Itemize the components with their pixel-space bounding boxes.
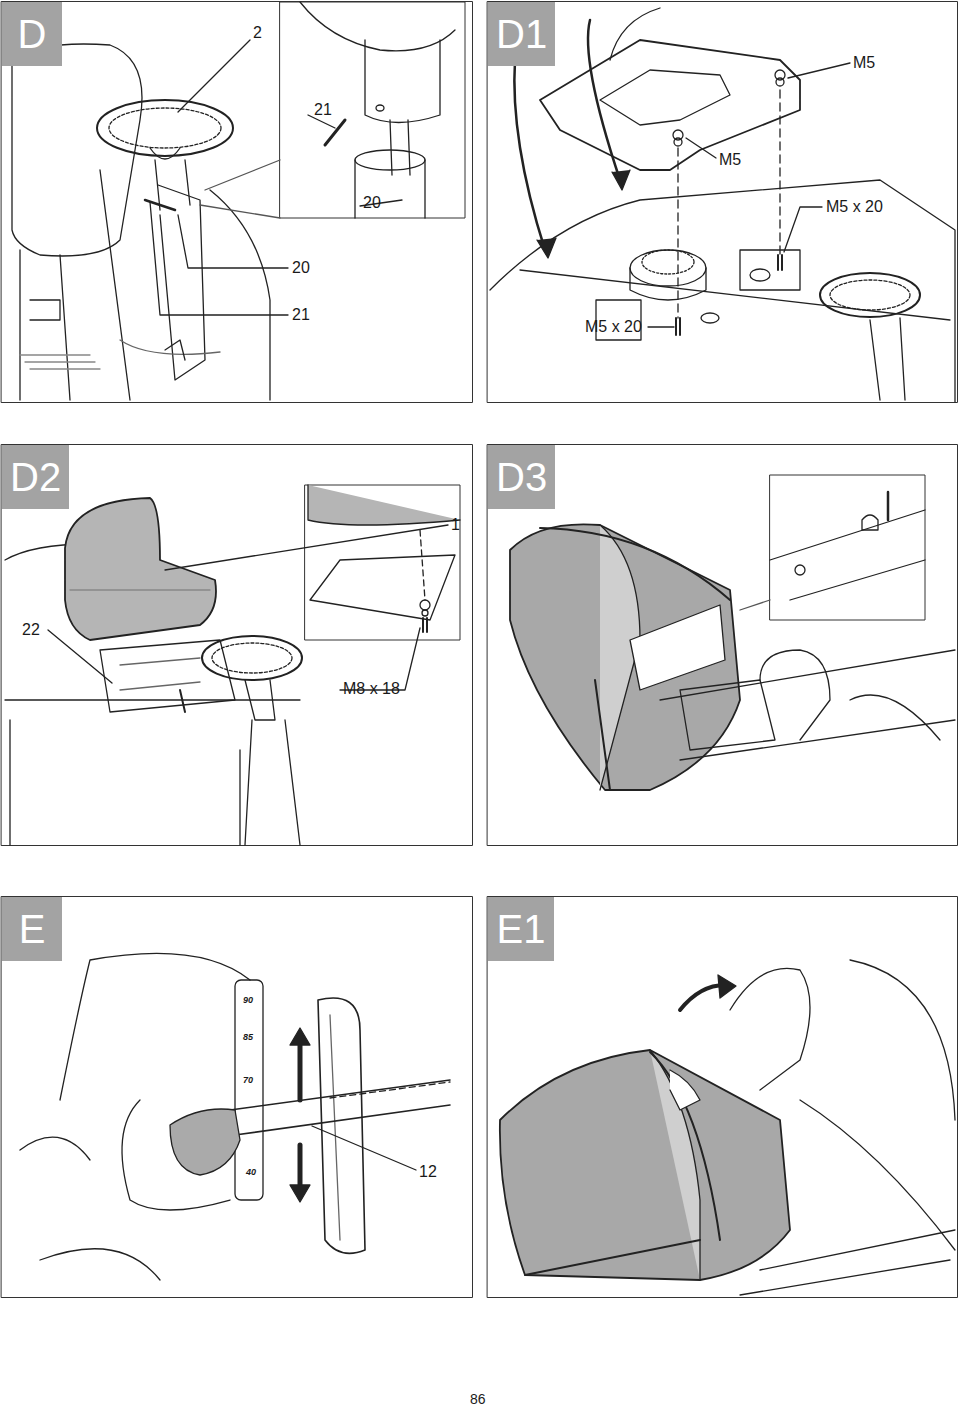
fastener-size: M5 (853, 55, 875, 71)
panel-tag: D1 (488, 2, 555, 66)
page-number: 86 (470, 1392, 486, 1406)
panel-letter: D1 (496, 14, 547, 54)
callout-number: 20 (363, 195, 381, 211)
panel-tag: D2 (2, 445, 69, 509)
scale-mark: 70 (243, 1076, 253, 1085)
panel-tag: E1 (488, 897, 554, 961)
scale-mark: 40 (246, 1168, 256, 1177)
callout-number: 21 (292, 307, 310, 323)
panel-letter: D (18, 14, 47, 54)
callout-number: 20 (292, 260, 310, 276)
panel-letter: D2 (10, 457, 61, 497)
callout-number: 1 (451, 517, 460, 533)
callout-number: 12 (419, 1164, 437, 1180)
fastener-size: M5 (719, 152, 741, 168)
panel-tag: D (2, 2, 62, 66)
panel-letter: E (19, 909, 46, 949)
panel-letter: D3 (496, 457, 547, 497)
callout-number: 22 (22, 622, 40, 638)
callout-number: 2 (253, 25, 262, 41)
callout-number: 21 (314, 102, 332, 118)
scale-mark: 85 (243, 1033, 253, 1042)
fastener-size: M8 x 18 (343, 681, 400, 697)
panel-letter: E1 (497, 909, 546, 949)
scale-mark: 90 (243, 996, 253, 1005)
fastener-size: M5 x 20 (585, 319, 642, 335)
panel-tag: D3 (488, 445, 555, 509)
fastener-size: M5 x 20 (826, 199, 883, 215)
panel-tag: E (2, 897, 62, 961)
